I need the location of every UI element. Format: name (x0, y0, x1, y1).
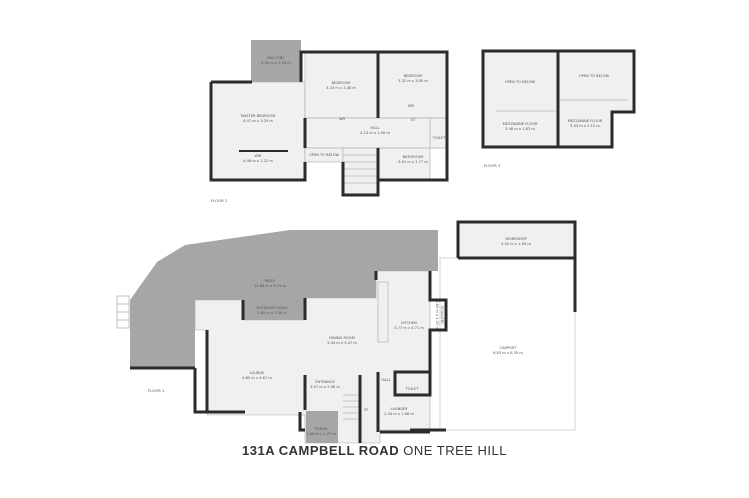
stair-treads (343, 394, 360, 420)
room-label: WR (339, 117, 346, 121)
floor-3-plan: OPEN TO BELOW OPEN TO BELOW MEZZANINE FL… (481, 49, 636, 168)
room-label: SCULLERY (440, 306, 444, 325)
room-size: 3.34 m x 3.47 m (327, 341, 357, 345)
room-label: MASTER BEDROOM (241, 114, 276, 118)
hall-area (304, 117, 448, 149)
room-label: TOILET (432, 136, 446, 140)
room-size: 3.48 m x 1.83 m (505, 127, 535, 131)
floor-1-plan: PATIO 14.68 m x 6.74 m OUTDOOR LIVING 3.… (116, 220, 577, 444)
room-label: LOUNGE (249, 371, 265, 375)
room-size: 3.80 m x 1.37 m (435, 300, 439, 330)
room-label: DINING ROOM (329, 336, 354, 340)
room-label: WR (408, 104, 415, 108)
room-size: 3.80 m x 1.56 m (257, 311, 287, 315)
room-label: ENTRANCE (315, 380, 335, 384)
floor-label: FLOOR 2 (211, 198, 228, 203)
bedroom-area (377, 51, 448, 119)
suburb-name: ONE TREE HILL (403, 443, 507, 458)
room-size: 3.03 m x 2.15 m (570, 124, 600, 128)
room-size: 5.02 m x 1.94 m (501, 242, 531, 246)
toilet-area (429, 117, 448, 149)
room-label: OPEN TO BELOW (579, 74, 610, 78)
room-size: 4.13 m x 1.90 m (360, 131, 390, 135)
room-label: OUTDOOR LIVING (256, 306, 288, 310)
floor-label: FLOOR 3 (484, 163, 501, 168)
bedroom-area (304, 51, 379, 119)
room-label: ST (364, 408, 369, 412)
room-size: 4.85 m x 4.67 m (242, 376, 272, 380)
room-label: HALL (381, 378, 390, 382)
room-label: MEZZANINE FLOOR (568, 119, 603, 123)
room-label: LAUNDRY (390, 407, 408, 411)
room-size: 3.01 m x 1.77 m (398, 160, 428, 164)
floor-label: FLOOR 1 (148, 388, 165, 393)
property-title: 131A CAMPBELL ROAD ONE TREE HILL (0, 443, 749, 458)
scullery-label-group: SCULLERY 3.80 m x 1.37 m (435, 300, 444, 330)
room-label: CARPORT (500, 346, 518, 350)
stair-treads (343, 154, 378, 184)
room-label: PATIO (265, 279, 275, 283)
room-size: 3.33 m x 3.48 m (326, 86, 356, 90)
kitchen-island (377, 281, 389, 343)
bathroom-area (377, 147, 431, 181)
room-size: 2.50 m x 2.18 m (261, 61, 291, 65)
porch-area (306, 411, 338, 443)
room-label: OPEN TO BELOW (309, 153, 340, 157)
room-size: 3.07 m x 2.46 m (310, 385, 340, 389)
room-label: PORCH (315, 427, 328, 431)
room-label: WORKSHOP (505, 237, 527, 241)
patio-steps (116, 295, 130, 329)
room-label: BEDROOM (404, 74, 423, 78)
room-size: 3.77 m x 4.71 m (394, 326, 424, 330)
room-label: KITCHEN (401, 321, 417, 325)
room-label: HALL (370, 126, 379, 130)
room-label: BATHROOM (403, 155, 424, 159)
room-size: 2.34 m x 1.68 m (384, 412, 414, 416)
room-size: 3.32 m x 3.00 m (398, 79, 428, 83)
room-label: TOILET (405, 387, 419, 391)
room-label: ST (411, 118, 416, 122)
floor-2-plan: BALCONY 2.50 m x 2.18 m MASTER BEDROOM 4… (209, 40, 449, 203)
room-label: BALCONY (267, 56, 285, 60)
room-size: 6.83 m x 8.35 m (493, 351, 523, 355)
room-size: 4.46 m x 1.22 m (243, 159, 273, 163)
room-label: MEZZANINE FLOOR (503, 122, 538, 126)
room-size: 1.66 m x 1.70 m (306, 432, 336, 436)
balcony-area (251, 40, 301, 82)
room-size: 14.68 m x 6.74 m (254, 284, 286, 288)
room-label: OPEN TO BELOW (505, 80, 536, 84)
address-line: 131A CAMPBELL ROAD (242, 443, 400, 458)
carport-area (439, 257, 576, 431)
master-bedroom-area (210, 81, 306, 181)
patio-area (130, 230, 438, 368)
room-label: BEDROOM (332, 81, 351, 85)
room-size: 4.47 m x 3.29 m (243, 119, 273, 123)
room-label: WIR (254, 154, 262, 158)
